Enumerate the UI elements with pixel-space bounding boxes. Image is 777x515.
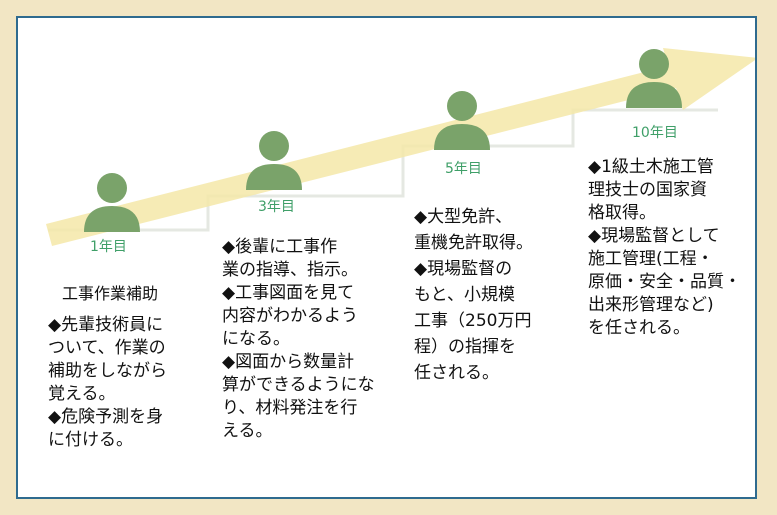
stage1-line: ついて、作業の xyxy=(48,338,166,358)
staircase-line xyxy=(48,108,718,232)
stage3-line: り、材料発注を行 xyxy=(222,398,358,418)
stage1-line: 補助をしながら xyxy=(48,361,167,381)
stage5-line: もと、小規模 xyxy=(414,285,515,305)
stage1-line: に付ける。 xyxy=(48,430,133,450)
stage10-description: ◆1級土木施工管 理技士の国家資 格取得。 ◆現場監督として 施工管理(工程・ … xyxy=(588,156,741,340)
stage1-line: 覚える。 xyxy=(48,384,116,404)
stage3-line: 業の指導、指示。 xyxy=(222,260,358,280)
stage3-line: 内容がわかるよう xyxy=(222,306,358,326)
stage3-line: える。 xyxy=(222,421,273,441)
rising-arrow xyxy=(46,48,755,246)
person-icon-year3 xyxy=(246,131,302,190)
stage10-line: 格取得。 xyxy=(588,203,656,223)
stage1-heading: 工事作業補助 xyxy=(62,284,159,303)
year-label-10: 10年目 xyxy=(632,125,678,141)
stage5-description: ◆大型免許、 重機免許取得。 ◆現場監督の もと、小規模 工事（250万円 程）… xyxy=(414,204,533,386)
person-icon-year1 xyxy=(84,173,140,232)
year-label-5: 5年目 xyxy=(445,161,482,177)
stage3-line: になる。 xyxy=(222,329,290,349)
stage10-line: ◆現場監督として xyxy=(588,226,720,246)
stage1-line: ◆危険予測を身 xyxy=(48,407,164,427)
stage3-line: ◆後輩に工事作 xyxy=(222,237,338,257)
person-icon-year10 xyxy=(626,49,682,108)
stage5-line: 工事（250万円 xyxy=(414,311,532,331)
stage5-line: ◆現場監督の xyxy=(414,259,513,279)
stage3-line: ◆図面から数量計 xyxy=(222,352,355,372)
stage10-line: 原価・安全・品質・ xyxy=(588,272,741,292)
stage5-line: 程）の指揮を xyxy=(414,337,516,357)
stage10-line: を任される。 xyxy=(588,318,690,338)
stage3-line: ◆工事図面を見て xyxy=(222,283,355,303)
stage3-description: ◆後輩に工事作 業の指導、指示。 ◆工事図面を見て 内容がわかるよう になる。 … xyxy=(222,236,375,443)
year-label-3: 3年目 xyxy=(258,199,295,215)
stage5-line: ◆大型免許、 xyxy=(414,207,513,227)
progress-background xyxy=(46,48,755,246)
person-icon-year5 xyxy=(434,91,490,150)
stage1-description: ◆先輩技術員に ついて、作業の 補助をしながら 覚える。 ◆危険予測を身 に付け… xyxy=(48,314,167,452)
stage10-line: 理技士の国家資 xyxy=(588,180,707,200)
stage10-line: 出来形管理など) xyxy=(588,295,714,315)
year-label-1: 1年目 xyxy=(90,239,127,255)
career-path-panel: 1年目 3年目 5年目 10年目 工事作業補助 ◆先輩技術員に ついて、作業の … xyxy=(16,16,757,499)
stage10-line: ◆1級土木施工管 xyxy=(588,157,714,177)
stage5-line: 重機免許取得。 xyxy=(414,233,533,253)
stage10-line: 施工管理(工程・ xyxy=(588,249,714,269)
stage1-line: ◆先輩技術員に xyxy=(48,315,164,335)
stage3-line: 算ができるようにな xyxy=(222,375,375,395)
stage5-line: 任される。 xyxy=(414,363,499,383)
